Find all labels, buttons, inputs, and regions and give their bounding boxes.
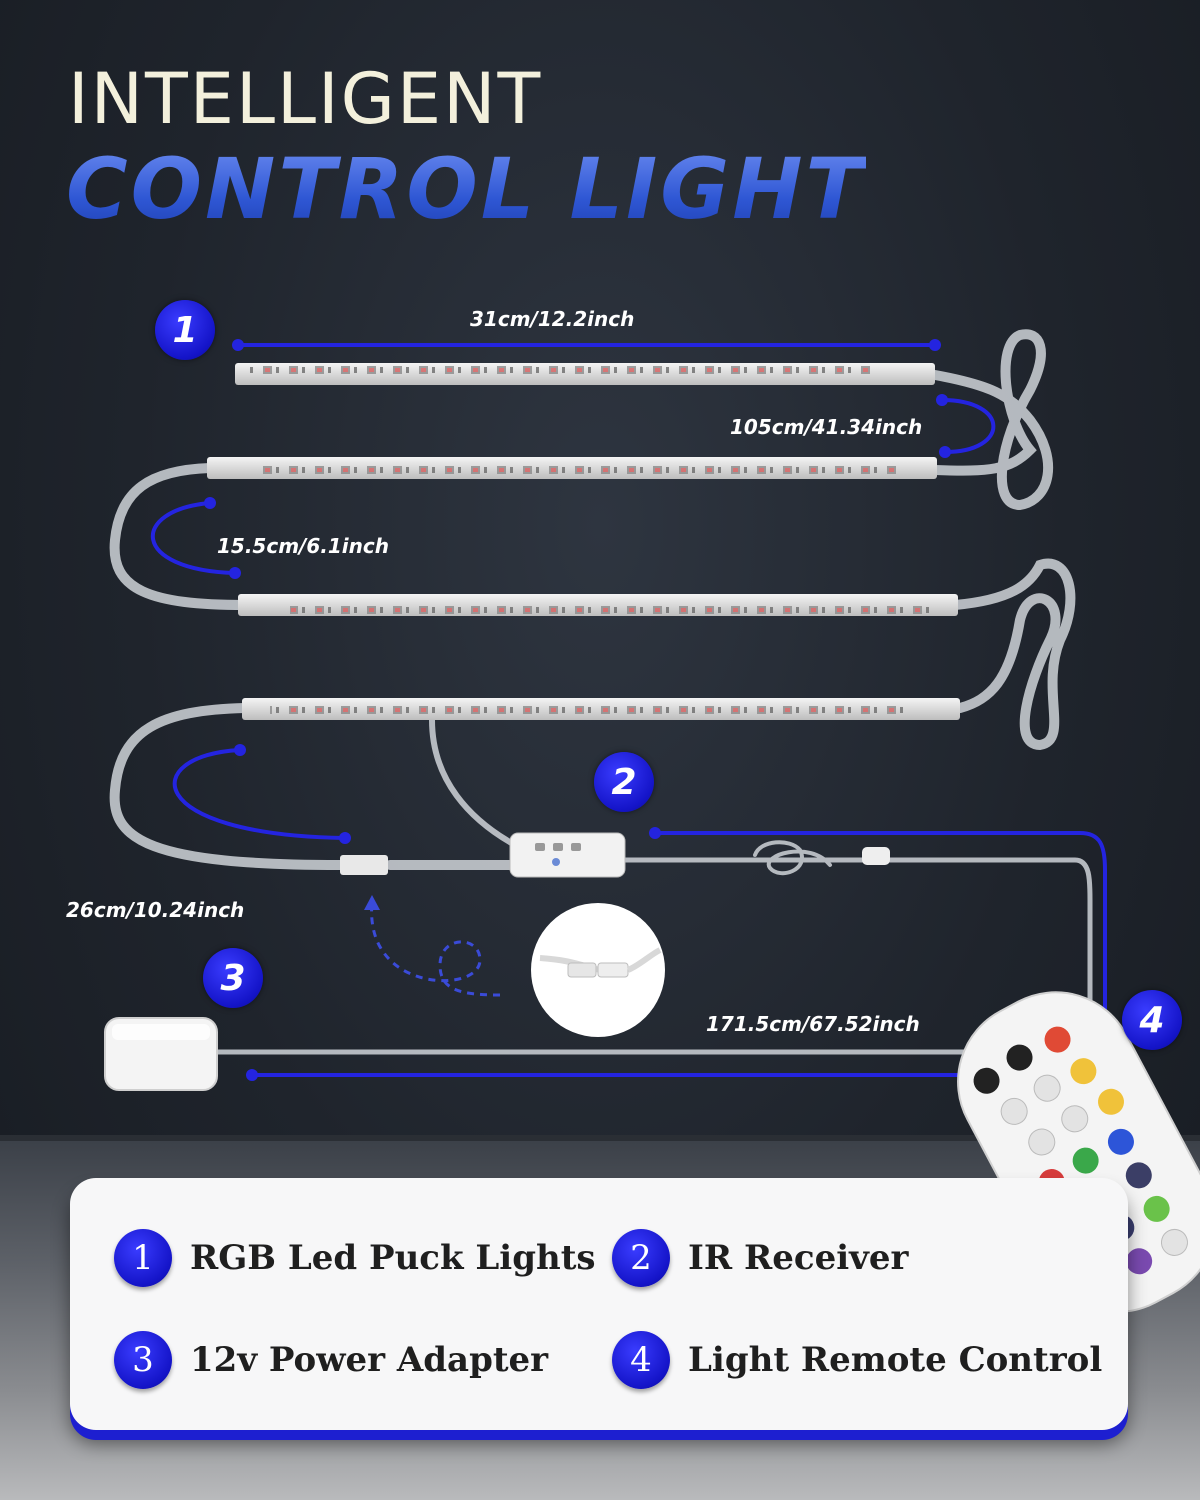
badge-remote-control: 4	[1122, 990, 1182, 1050]
dimension-label-adapter: 171.5cm/67.52inch	[706, 1012, 920, 1036]
floor-edge	[0, 1135, 1200, 1141]
connector-zoom-inset	[531, 903, 665, 1037]
legend-number: 2	[612, 1229, 670, 1287]
dimension-line-gap	[151, 501, 236, 575]
headline-line-1: INTELLIGENT	[68, 58, 543, 140]
dimension-line-receiver	[172, 748, 346, 840]
badge-ir-receiver: 2	[594, 752, 654, 812]
led-strip-1	[235, 363, 935, 385]
legend-label: 12v Power Adapter	[190, 1340, 549, 1380]
legend-number: 3	[114, 1331, 172, 1389]
legend-item-power-adapter: 3 12v Power Adapter	[114, 1331, 548, 1389]
headline-line-2: CONTROL LIGHT	[66, 140, 866, 238]
led-strip-3	[238, 594, 958, 616]
dimension-endpoints	[204, 339, 951, 1081]
badge-led-strips: 1	[155, 300, 215, 360]
dimension-lines	[151, 343, 1107, 1077]
legend-panel: 1 RGB Led Puck Lights 2 IR Receiver 3 12…	[70, 1178, 1128, 1430]
led-strip-2	[207, 457, 937, 479]
legend-item-ir-receiver: 2 IR Receiver	[612, 1229, 908, 1287]
badge-power-adapter: 3	[203, 948, 263, 1008]
legend-label: Light Remote Control	[688, 1340, 1103, 1380]
cable-connector	[340, 855, 388, 875]
legend-item-remote-control: 4 Light Remote Control	[612, 1331, 1102, 1389]
led-strip-4	[242, 698, 960, 720]
legend-number: 4	[612, 1331, 670, 1389]
inline-switch	[862, 847, 890, 865]
ir-receiver-device	[509, 832, 626, 878]
cable-wires	[109, 329, 1093, 1055]
legend-label: RGB Led Puck Lights	[190, 1238, 596, 1278]
dimension-label-receiver: 26cm/10.24inch	[66, 898, 245, 922]
dimension-label-loop: 105cm/41.34inch	[730, 415, 923, 439]
power-adapter	[104, 1017, 218, 1091]
legend-number: 1	[114, 1229, 172, 1287]
legend-label: IR Receiver	[688, 1238, 909, 1278]
dimension-label-strip: 31cm/12.2inch	[470, 307, 635, 331]
dashed-arrow-head	[364, 895, 380, 910]
dimension-line-loop	[941, 398, 996, 454]
dimension-label-gap: 15.5cm/6.1inch	[217, 534, 389, 558]
dashed-arrow	[370, 901, 501, 997]
legend-item-led-lights: 1 RGB Led Puck Lights	[114, 1229, 596, 1287]
dimension-line-receiver-to-remote	[655, 831, 1107, 1020]
